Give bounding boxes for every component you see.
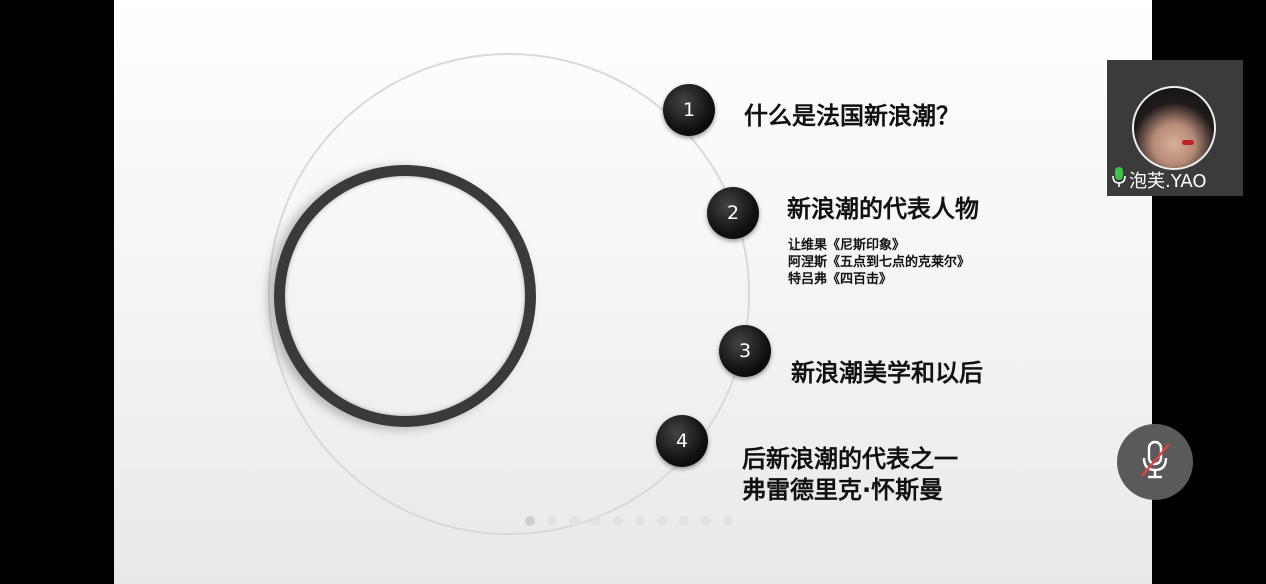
slide-page-indicator (525, 516, 733, 526)
outer-ring-decoration (268, 53, 750, 535)
item-4-title-line-1: 后新浪潮的代表之一 (742, 445, 958, 473)
participant-label: 泡芙.YAO (1111, 166, 1206, 193)
mute-toggle-button[interactable] (1117, 424, 1193, 500)
item-1-title: 什么是法国新浪潮？ (744, 102, 960, 130)
page-dot[interactable] (591, 516, 601, 526)
page-dot[interactable] (525, 516, 535, 526)
item-1-number-badge: 1 (663, 84, 715, 136)
item-3-number: 3 (738, 340, 752, 362)
item-4-number-badge: 4 (656, 415, 708, 467)
participant-video-tile[interactable]: 泡芙.YAO (1107, 60, 1243, 196)
page-dot[interactable] (701, 516, 711, 526)
page-dot[interactable] (569, 516, 579, 526)
page-dot[interactable] (547, 516, 557, 526)
item-2-detail-3: 特吕弗《四百击》 (788, 272, 893, 287)
item-1-number: 1 (682, 99, 696, 121)
page-dot[interactable] (679, 516, 689, 526)
page-dot[interactable] (723, 516, 733, 526)
participant-name: 泡芙.YAO (1129, 170, 1207, 192)
page-dot[interactable] (635, 516, 645, 526)
microphone-muted-icon (1135, 438, 1175, 486)
item-2-detail-1: 让维果《尼斯印象》 (788, 238, 906, 253)
avatar-detail (1182, 140, 1194, 145)
page-dot[interactable] (657, 516, 667, 526)
item-2-number: 2 (726, 202, 740, 224)
item-3-number-badge: 3 (719, 325, 771, 377)
item-2-detail-2: 阿涅斯《五点到七点的克莱尔》 (788, 255, 971, 270)
item-3-title: 新浪潮美学和以后 (791, 359, 983, 387)
item-2-title: 新浪潮的代表人物 (787, 195, 979, 223)
item-2-number-badge: 2 (707, 187, 759, 239)
presentation-slide: 1 什么是法国新浪潮？ 2 新浪潮的代表人物 让维果《尼斯印象》 阿涅斯《五点到… (114, 0, 1152, 584)
item-4-number: 4 (675, 430, 689, 452)
microphone-icon (1111, 166, 1127, 193)
inner-ring-decoration (274, 165, 536, 427)
item-4-title-line-2: 弗雷德里克·怀斯曼 (742, 476, 944, 504)
participant-avatar (1132, 86, 1216, 170)
page-dot[interactable] (613, 516, 623, 526)
